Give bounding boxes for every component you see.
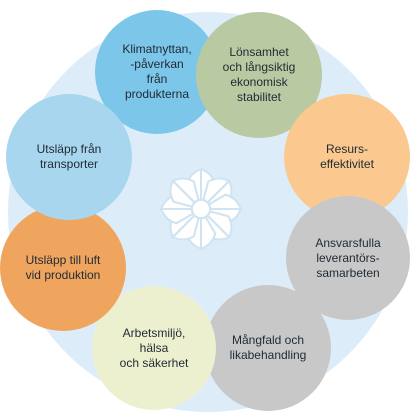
node-production-emissions: Utsläpp till luft vid produktion	[0, 205, 126, 331]
node-resource-efficiency-label: Resurs- effektivitet	[320, 142, 374, 171]
node-supplier-collaboration-label: Ansvarsfulla leverantörs- samarbeten	[315, 235, 381, 280]
node-profitability-label: Lönsamhet och långsiktig ekonomisk stabi…	[222, 45, 296, 104]
node-climate-impact-label: Klimatnyttan, -påverkan från produkterna	[122, 42, 192, 101]
node-diversity-equality: Mångfald och likabehandling	[205, 285, 331, 411]
node-transport-emissions: Utsläpp från transporter	[6, 94, 132, 220]
node-diversity-equality-label: Mångfald och likabehandling	[229, 333, 307, 362]
node-production-emissions-label: Utsläpp till luft vid produktion	[25, 253, 101, 282]
node-resource-efficiency: Resurs- effektivitet	[284, 94, 410, 220]
flower-emblem-icon	[159, 167, 243, 251]
node-transport-emissions-label: Utsläpp från transporter	[36, 142, 102, 171]
node-work-environment-label: Arbetsmiljö, hälsa och säkerhet	[119, 325, 189, 370]
